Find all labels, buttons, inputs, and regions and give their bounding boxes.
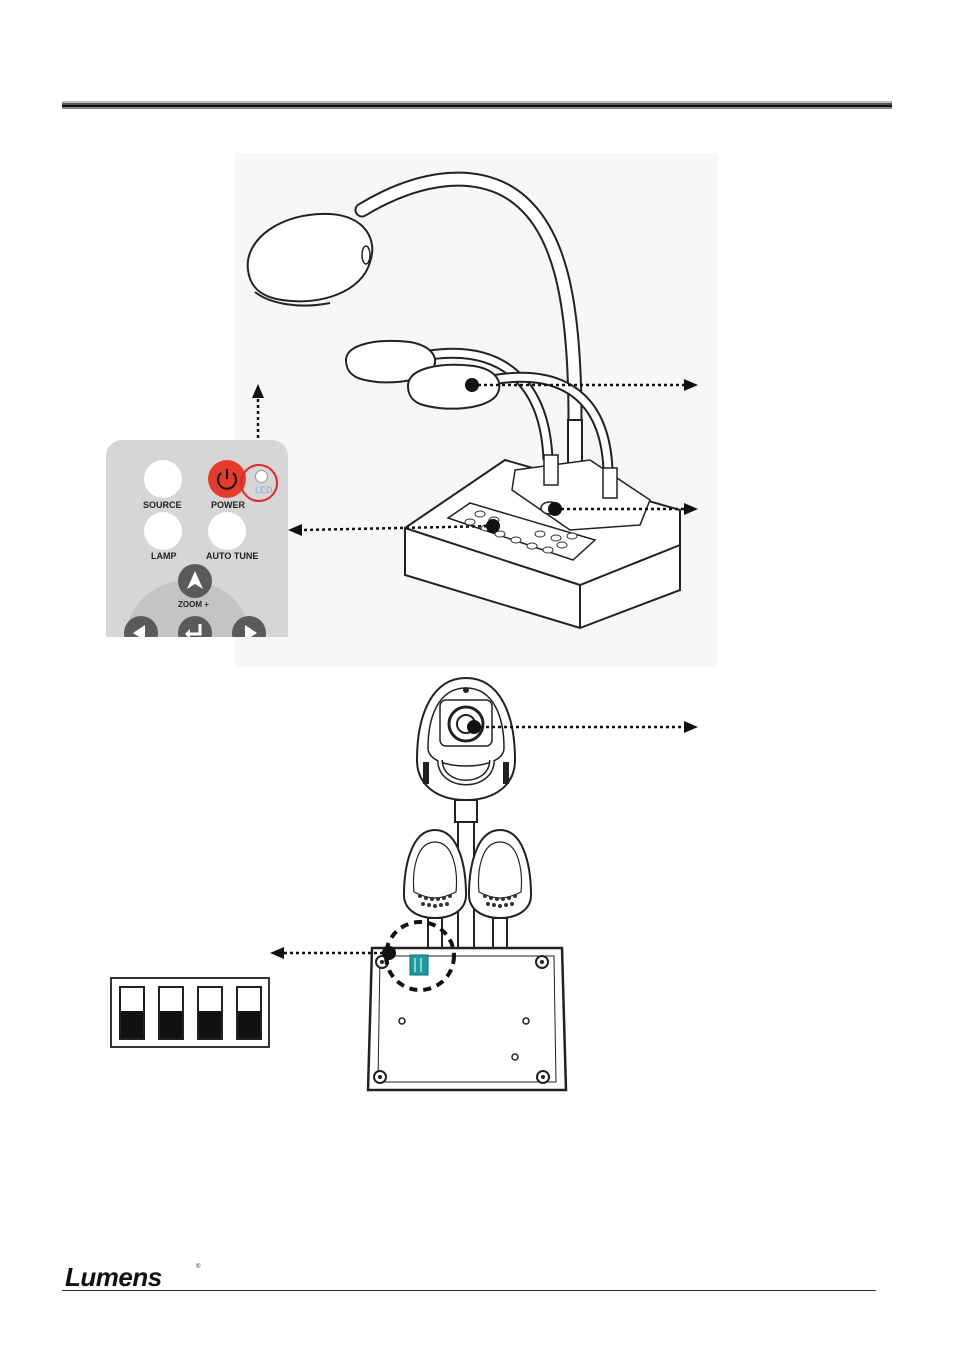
lamp-top-left [404, 830, 466, 948]
enter-button[interactable] [178, 616, 212, 637]
remote-control: SOURCE POWER LED LAMP AUTO TUNE ZOOM + [106, 440, 288, 637]
power-label: POWER [211, 500, 245, 510]
lamp-button[interactable] [144, 512, 182, 550]
arrow-left-button[interactable] [124, 616, 158, 637]
source-button[interactable] [144, 460, 182, 498]
switch-indicator [410, 955, 428, 975]
led-indicator [255, 470, 268, 483]
dip-switch-panel [110, 977, 270, 1048]
arrow-left-icon [124, 616, 158, 637]
enter-icon [178, 616, 212, 637]
arrow-right-icon [232, 616, 266, 637]
camera-head [248, 214, 373, 306]
zoom-plus-label: ZOOM + [178, 600, 209, 609]
auto-tune-label: AUTO TUNE [206, 551, 258, 561]
arrow-right-button[interactable] [232, 616, 266, 637]
source-label: SOURCE [143, 500, 182, 510]
arrow-up-button[interactable] [178, 564, 212, 598]
dip-switch-4[interactable] [236, 986, 262, 1040]
lumens-logo: Lumens [65, 1262, 162, 1293]
dip-switch-3[interactable] [197, 986, 223, 1040]
camera-top-view [368, 678, 566, 1090]
led-label: LED [255, 485, 273, 495]
auto-tune-button[interactable] [208, 512, 246, 550]
dip-switch-2[interactable] [158, 986, 184, 1040]
lamp-top-right [469, 830, 531, 948]
lamp-right [408, 365, 499, 409]
lamp-label: LAMP [151, 551, 177, 561]
dip-switch-1[interactable] [119, 986, 145, 1040]
arrow-up-icon [178, 564, 212, 598]
registered-mark: ® [196, 1264, 200, 1270]
footer-rule [62, 1290, 876, 1291]
camera-base [405, 455, 680, 628]
